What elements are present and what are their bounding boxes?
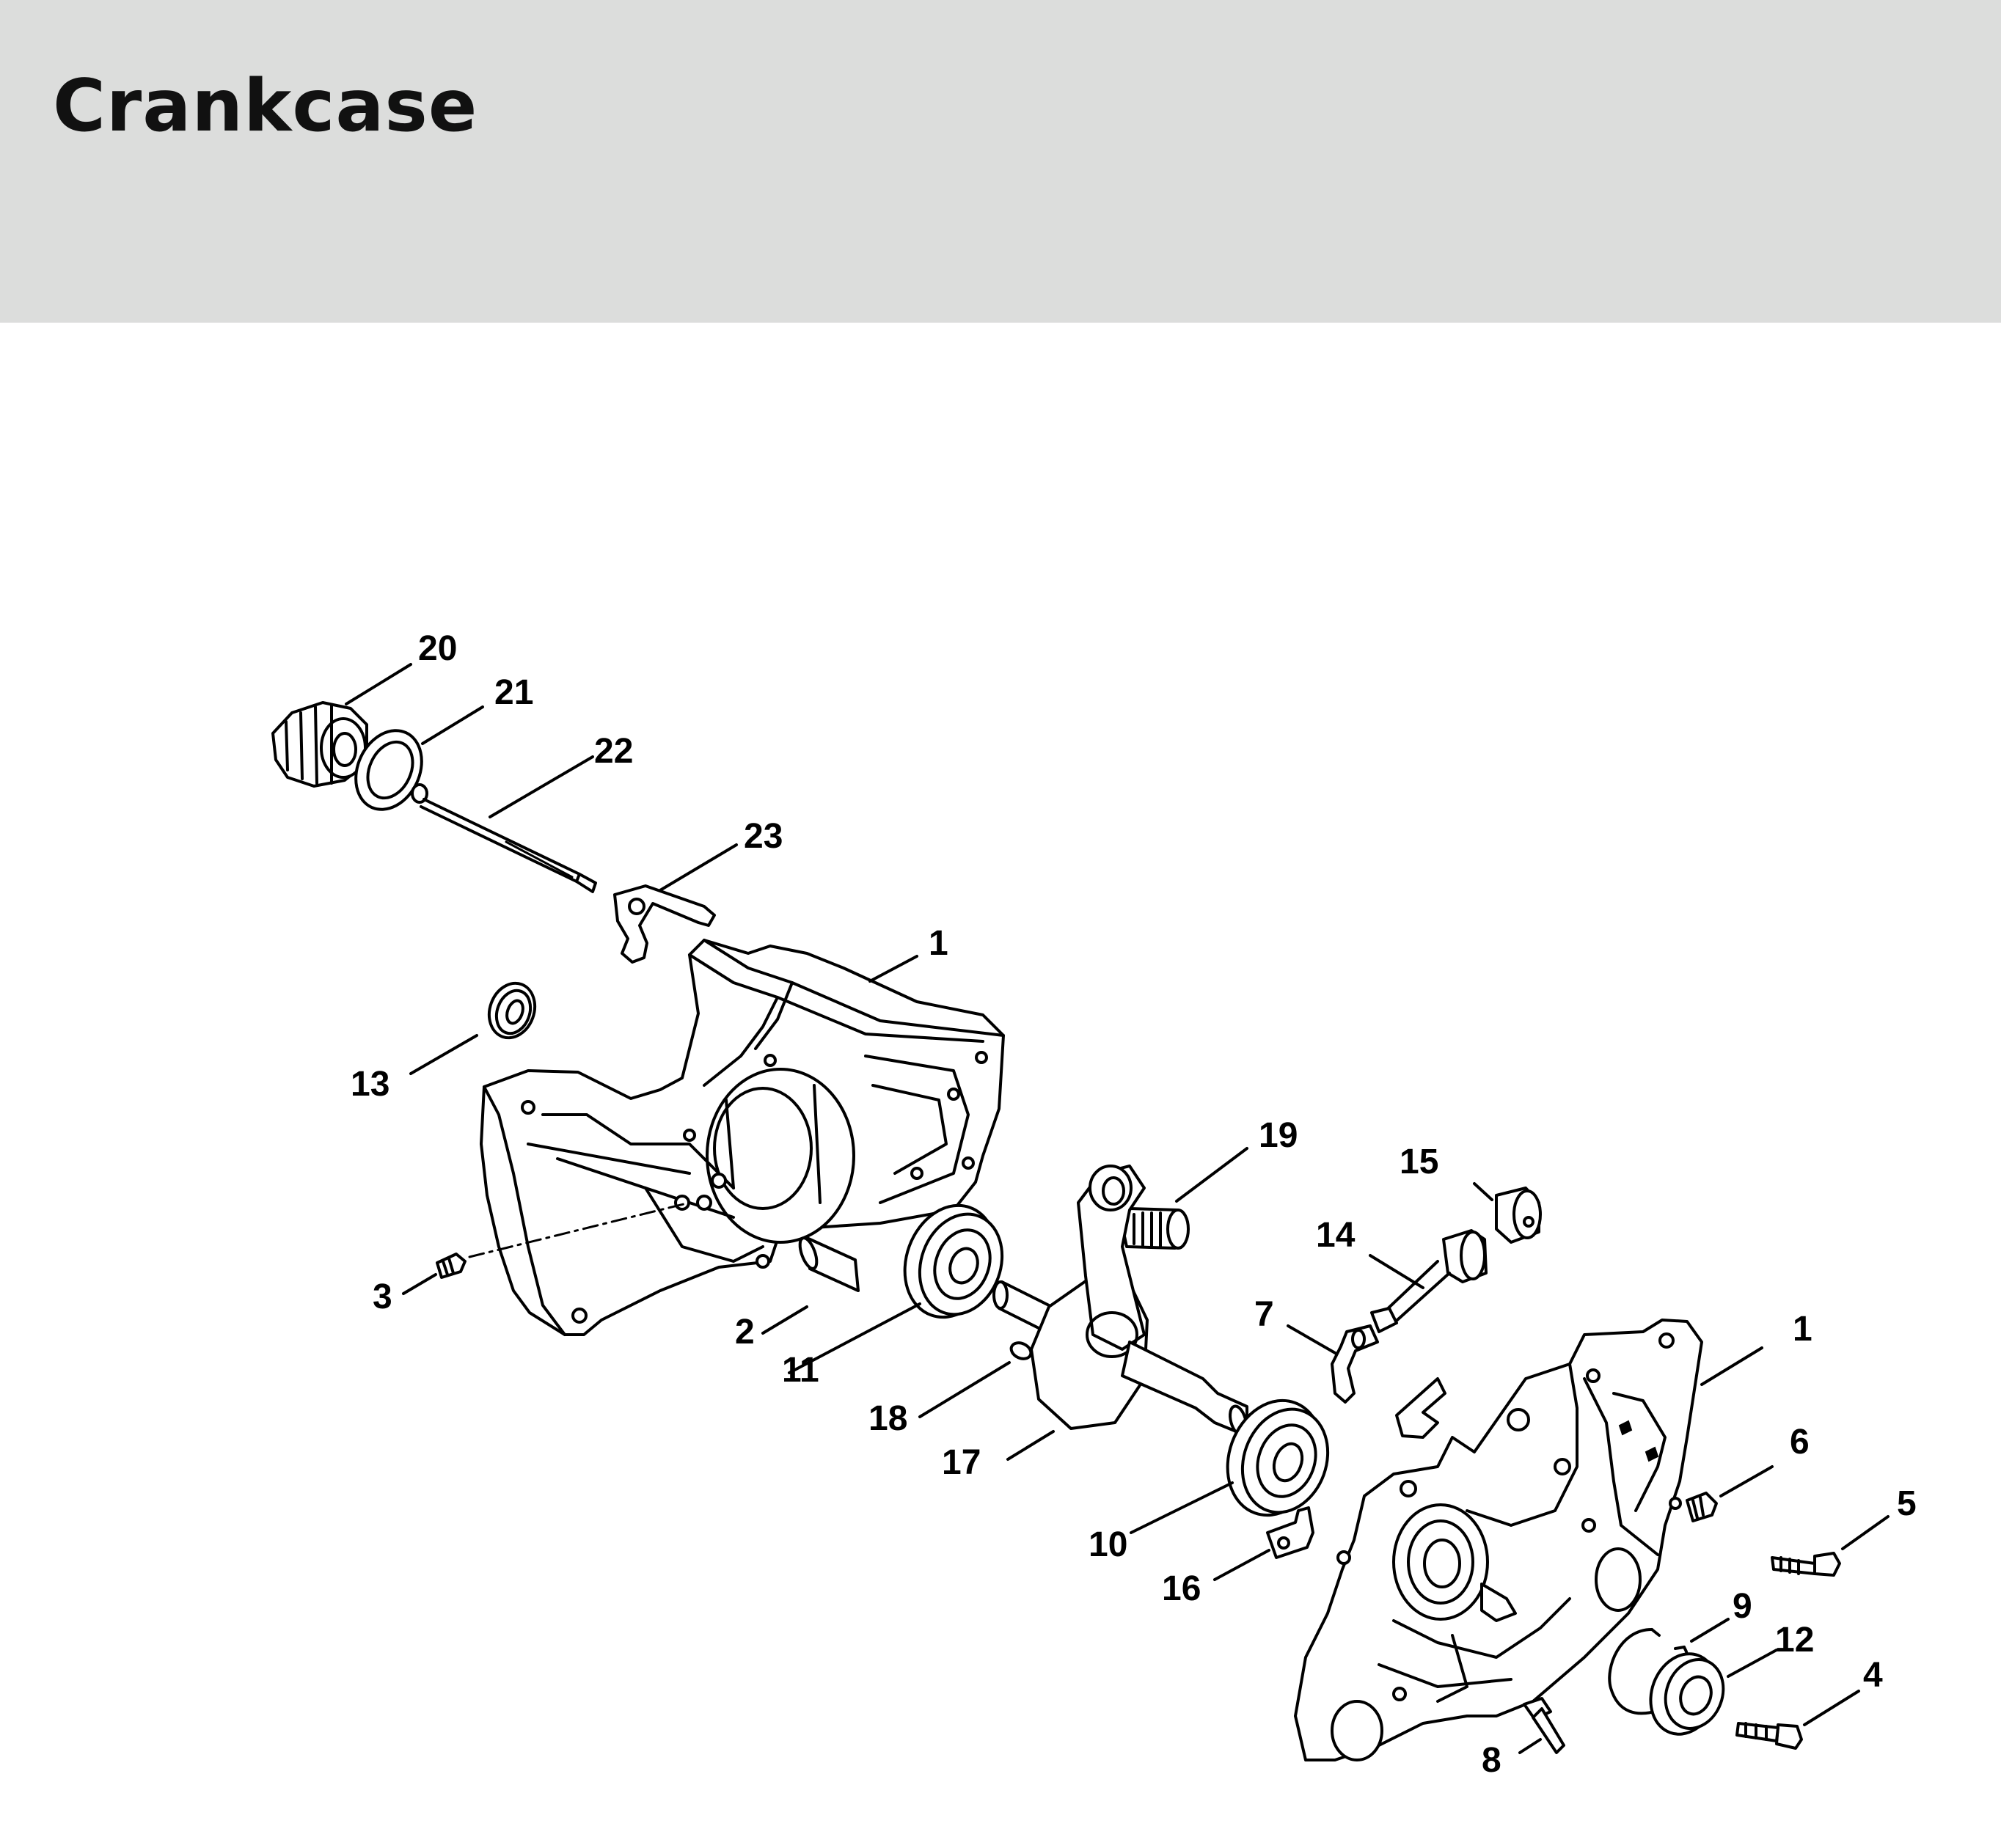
part-10-bearing[interactable]: [1212, 1387, 1342, 1529]
callout-1-left: 1: [929, 924, 948, 963]
part-14-hose[interactable]: [1370, 1229, 1488, 1333]
part-13-seal[interactable]: [482, 977, 542, 1044]
part-4-screw[interactable]: [1735, 1722, 1803, 1750]
part-1-right-crankcase[interactable]: [1294, 1319, 1703, 1761]
leader-lines: [345, 663, 1890, 1754]
page-title: Crankcase: [53, 65, 478, 148]
part-16-bracket[interactable]: [1266, 1506, 1314, 1559]
page-header: Crankcase: [0, 0, 2001, 323]
callout-14: 14: [1316, 1216, 1356, 1255]
callout-18: 18: [868, 1399, 907, 1438]
part-18-key[interactable]: [1009, 1340, 1034, 1362]
part-2-pin[interactable]: [797, 1236, 860, 1292]
part-17-crankshaft[interactable]: [992, 1165, 1249, 1437]
part-5-screw[interactable]: [1771, 1552, 1841, 1577]
callout-16: 16: [1162, 1569, 1201, 1608]
part-15-grommet[interactable]: [1495, 1187, 1542, 1244]
callout-9: 9: [1733, 1587, 1752, 1626]
callout-7: 7: [1254, 1295, 1274, 1334]
part-19-needle-cage[interactable]: [1119, 1207, 1190, 1250]
callout-1-right: 1: [1793, 1310, 1812, 1349]
part-23-lever[interactable]: [613, 884, 716, 964]
part-8-screw[interactable]: [1523, 1697, 1565, 1754]
alignment-line: [468, 1201, 691, 1258]
callout-8: 8: [1482, 1741, 1501, 1780]
part-22-rod[interactable]: [411, 783, 597, 893]
part-7-fitting[interactable]: [1331, 1324, 1379, 1404]
callout-15: 15: [1400, 1143, 1438, 1181]
callout-6: 6: [1790, 1423, 1810, 1462]
callout-22: 22: [594, 732, 633, 771]
callout-20: 20: [418, 629, 457, 668]
part-6-screw[interactable]: [1686, 1492, 1718, 1522]
callout-23: 23: [744, 817, 783, 856]
callout-10: 10: [1089, 1525, 1127, 1564]
part-12-seal[interactable]: [1640, 1644, 1733, 1743]
part-20-cap[interactable]: [271, 701, 368, 788]
part-11-bearing[interactable]: [890, 1192, 1016, 1330]
callout-3: 3: [373, 1277, 392, 1316]
callout-4: 4: [1863, 1656, 1883, 1695]
callout-13: 13: [351, 1065, 389, 1104]
callout-17: 17: [942, 1443, 981, 1482]
part-1-left-crankcase[interactable]: [480, 939, 1005, 1336]
part-21-washer[interactable]: [343, 719, 434, 820]
callout-11: 11: [782, 1351, 819, 1390]
callout-12: 12: [1775, 1621, 1814, 1660]
callout-5: 5: [1897, 1484, 1917, 1523]
part-3-screw[interactable]: [436, 1253, 467, 1279]
callout-21: 21: [494, 673, 533, 712]
callout-2: 2: [735, 1313, 755, 1352]
callout-19: 19: [1259, 1116, 1298, 1155]
